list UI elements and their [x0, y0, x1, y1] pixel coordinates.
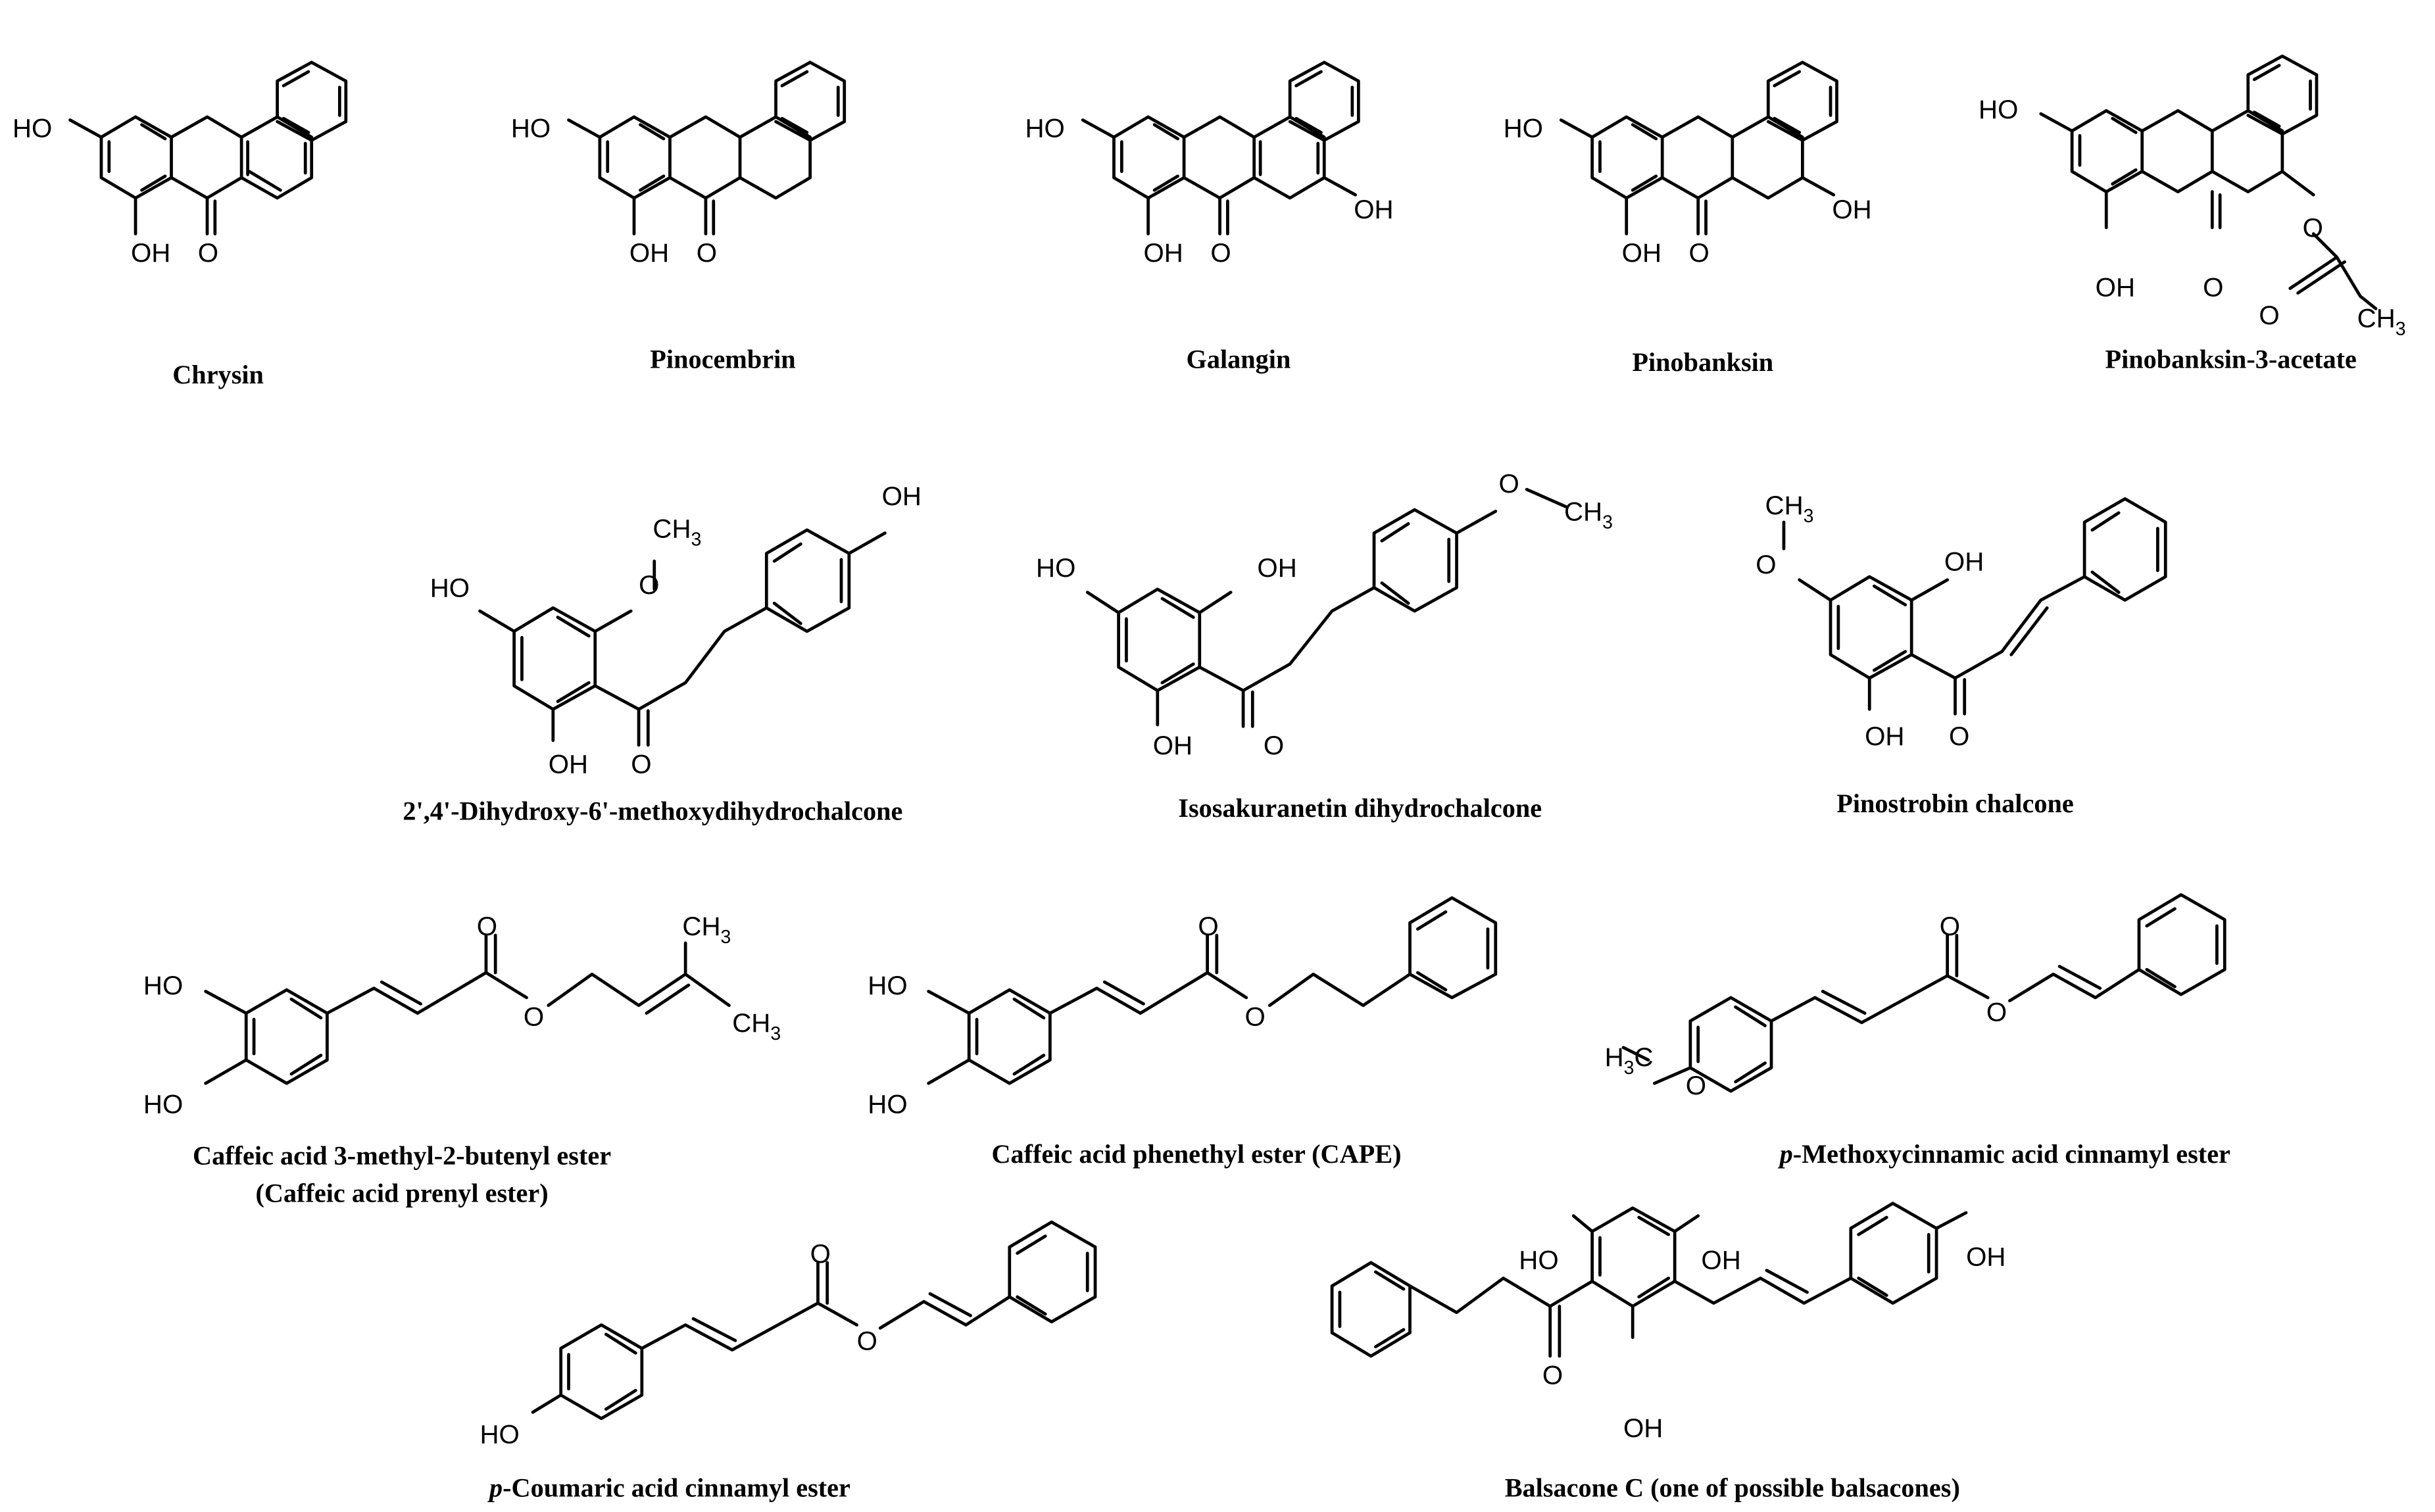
structure-pinobanksin-3-acetate: HO OH O O O CH3 — [1979, 54, 2406, 340]
atom-ho: HO — [1036, 553, 1075, 583]
atom-ho: HO — [1519, 1245, 1558, 1275]
atom-o: O — [1198, 912, 1218, 941]
caption-isosakuranetin-dihydrochalcone: Isosakuranetin dihydrochalcone — [1178, 793, 1542, 823]
atom-oh: OH — [131, 238, 170, 268]
atom-o: O — [1940, 912, 1960, 941]
structure-chrysin: HO OH O — [12, 61, 348, 268]
atom-oh: OH — [1966, 1242, 2005, 1272]
caption-pinocembrin: Pinocembrin — [650, 344, 795, 374]
caption-pinobanksin-3-acetate: Pinobanksin-3-acetate — [2105, 344, 2357, 374]
atom-ho: HO — [480, 1420, 520, 1450]
atom-o: O — [1986, 997, 2007, 1027]
atom-o: O — [2303, 213, 2323, 243]
structure-p-coumaric-acid-cinnamyl-ester: HO O O — [480, 1220, 1097, 1450]
atom-o: O — [477, 912, 497, 941]
atom-ho: HO — [868, 1089, 907, 1119]
caption-p-coumaric-acid-cinnamyl-ester: p-Coumaric acid cinnamyl ester — [487, 1473, 850, 1502]
caption-chrysin: Chrysin — [172, 360, 264, 389]
atom-ho: HO — [143, 1089, 183, 1119]
atom-ho: HO — [511, 114, 551, 143]
atom-ho: HO — [1979, 95, 2018, 124]
atom-o: O — [1949, 721, 1969, 751]
atom-ho: HO — [868, 971, 907, 1000]
atom-oh: OH — [1354, 195, 1393, 224]
atom-ho: HO — [1504, 114, 1543, 143]
atom-oh: OH — [1622, 238, 1661, 268]
atom-oh: OH — [1153, 731, 1193, 760]
atom-oh: OH — [1623, 1413, 1663, 1443]
structure-pinostrobin-chalcone: O CH3 OH OH O — [1756, 491, 2167, 751]
structure-pinobanksin: HO OH O OH — [1504, 61, 1872, 268]
atom-oh: OH — [629, 238, 669, 268]
caption-caffeic-acid-prenyl-ester: Caffeic acid 3-methyl-2-butenyl ester — [193, 1140, 611, 1170]
structure-isosakuranetin-dihydrochalcone: HO OH OH O O CH3 — [1036, 469, 1613, 760]
structure-pinocembrin: HO OH O — [511, 61, 847, 268]
atom-o: O — [524, 1002, 544, 1032]
atom-o: O — [1542, 1361, 1563, 1390]
caption-pinostrobin-chalcone: Pinostrobin chalcone — [1836, 789, 2073, 818]
atom-o: O — [1210, 238, 1231, 268]
caption-caffeic-acid-prenyl-ester-line2: (Caffeic acid prenyl ester) — [255, 1178, 548, 1207]
structure-cape: HO HO O O — [868, 896, 1498, 1119]
atom-ch3: CH3 — [1564, 497, 1613, 533]
structure-p-methoxycinnamic-acid-cinnamyl-ester: H3C O O O — [1605, 893, 2226, 1100]
atom-oh: OH — [1865, 721, 1904, 751]
caption-dihydroxy-methoxydihydrochalcone: 2',4'-Dihydroxy-6'-methoxydihydrochalcon… — [403, 796, 902, 826]
atom-o: O — [1499, 469, 1519, 499]
atom-o: O — [697, 238, 717, 268]
atom-oh: OH — [549, 750, 588, 779]
atom-ch3: CH3 — [2357, 304, 2406, 340]
atom-oh: OH — [882, 481, 922, 511]
atom-o: O — [198, 238, 218, 268]
atom-o: O — [1686, 1071, 1706, 1100]
atom-o: O — [631, 750, 651, 779]
caption-balsacone-c: Balsacone C (one of possible balsacones) — [1505, 1473, 1960, 1502]
caption-galangin: Galangin — [1187, 344, 1291, 374]
atom-h3c: H3C — [1605, 1042, 1654, 1079]
atom-oh: OH — [1701, 1245, 1740, 1275]
atom-ch3: CH3 — [1765, 491, 1814, 527]
atom-ho: HO — [12, 114, 52, 143]
atom-oh: OH — [1944, 547, 1984, 576]
structure-balsacone-c: HO OH OH O OH — [1330, 1202, 2005, 1443]
atom-o: O — [1244, 1002, 1265, 1032]
atom-o: O — [1688, 238, 1709, 268]
structure-caffeic-acid-prenyl-ester: HO HO O O CH3 CH3 — [143, 912, 781, 1119]
structure-galangin: HO OH O OH — [1025, 61, 1394, 268]
atom-oh: OH — [1143, 238, 1183, 268]
caption-cape: Caffeic acid phenethyl ester (CAPE) — [991, 1139, 1401, 1169]
atom-ho: HO — [430, 573, 470, 603]
atom-ch3: CH3 — [652, 514, 701, 550]
atom-oh: OH — [1832, 195, 1871, 224]
structure-dihydroxy-methoxydihydrochalcone: HO O CH3 OH O OH — [430, 481, 922, 779]
atom-ch3: CH3 — [682, 912, 731, 948]
atom-o: O — [2259, 301, 2279, 330]
atom-o: O — [639, 570, 659, 600]
atom-ho: HO — [143, 971, 183, 1000]
caption-pinobanksin: Pinobanksin — [1632, 347, 1773, 377]
caption-p-methoxycinnamic-acid-cinnamyl-ester: p-Methoxycinnamic acid cinnamyl ester — [1778, 1139, 2230, 1169]
atom-o: O — [2203, 272, 2223, 302]
atom-o: O — [1756, 550, 1776, 579]
atom-oh: OH — [2096, 272, 2135, 302]
atom-o: O — [857, 1326, 877, 1355]
atom-oh: OH — [1257, 553, 1296, 583]
atom-ch3: CH3 — [732, 1008, 781, 1044]
atom-ho: HO — [1025, 114, 1064, 143]
atom-o: O — [810, 1239, 831, 1269]
atom-o: O — [1264, 731, 1284, 760]
